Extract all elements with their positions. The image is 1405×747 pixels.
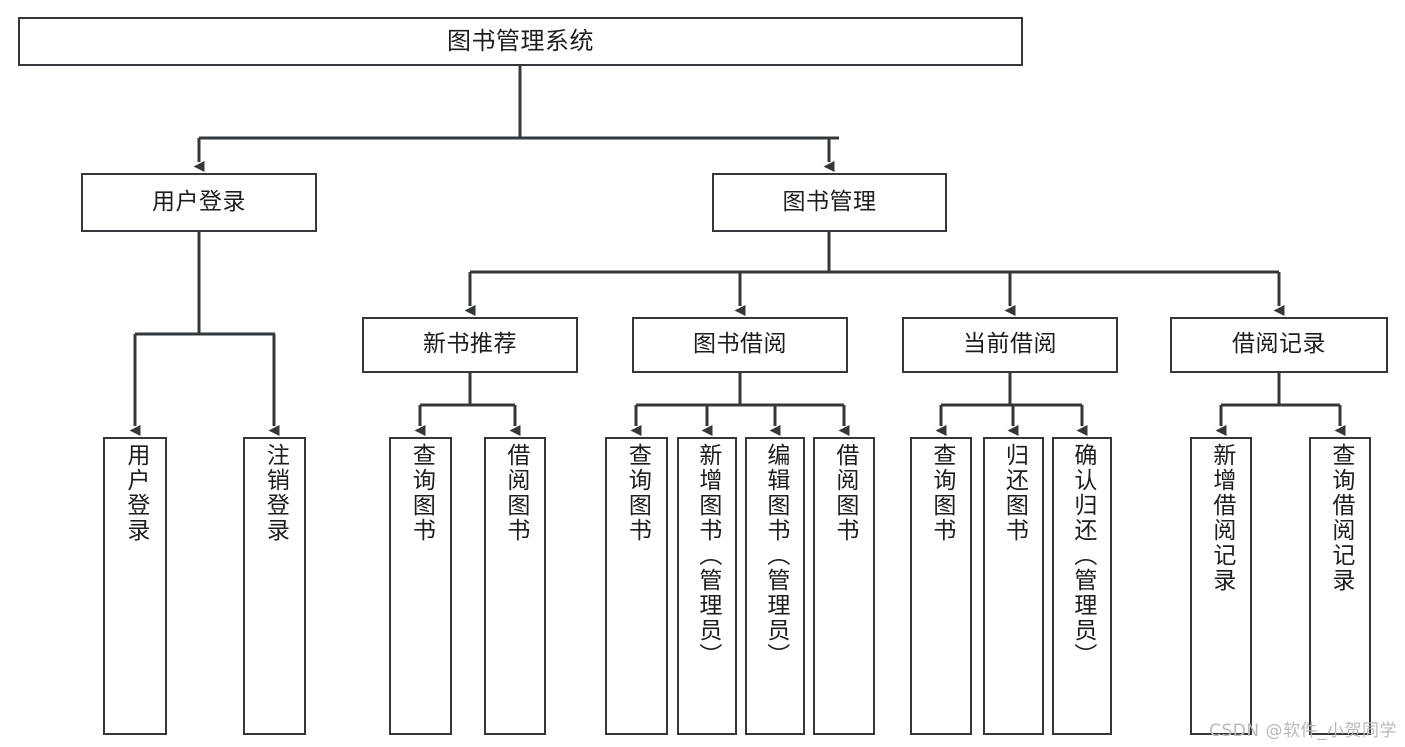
node-book-management[interactable]: 图书管理 <box>712 173 947 232</box>
leaf-label: 注销登录 <box>262 443 289 543</box>
leaf-query-books-rec[interactable]: 查询图书 <box>389 437 452 735</box>
leaf-return-books[interactable]: 归还图书 <box>983 437 1044 735</box>
node-book-borrow[interactable]: 图书借阅 <box>632 317 848 373</box>
leaf-edit-book-admin[interactable]: 编辑图书（管理员） <box>745 437 805 735</box>
leaf-label: 查询借阅记录 <box>1327 443 1354 593</box>
leaf-add-book-admin[interactable]: 新增图书（管理员） <box>677 437 737 735</box>
leaf-label: 编辑图书（管理员） <box>762 443 789 668</box>
leaf-label: 新增图书（管理员） <box>694 443 721 668</box>
node-borrow-record[interactable]: 借阅记录 <box>1170 317 1388 373</box>
leaf-label: 用户登录 <box>122 443 149 543</box>
leaf-label: 查询图书 <box>408 443 435 543</box>
leaf-label: 查询图书 <box>928 443 955 543</box>
leaf-query-books-current[interactable]: 查询图书 <box>910 437 972 735</box>
leaf-label: 归还图书 <box>1001 443 1028 543</box>
leaf-query-borrow-record[interactable]: 查询借阅记录 <box>1309 437 1371 735</box>
node-root[interactable]: 图书管理系统 <box>18 17 1023 66</box>
leaf-add-borrow-record[interactable]: 新增借阅记录 <box>1190 437 1252 735</box>
leaf-confirm-return-admin[interactable]: 确认归还（管理员） <box>1052 437 1112 735</box>
leaf-user-login[interactable]: 用户登录 <box>103 437 167 735</box>
leaf-label: 确认归还（管理员） <box>1069 443 1096 668</box>
leaf-borrow-books[interactable]: 借阅图书 <box>813 437 875 735</box>
node-new-book-recommend[interactable]: 新书推荐 <box>362 317 578 373</box>
leaf-label: 新增借阅记录 <box>1208 443 1235 593</box>
leaf-borrow-books-rec[interactable]: 借阅图书 <box>484 437 546 735</box>
leaf-query-books-borrow[interactable]: 查询图书 <box>605 437 668 735</box>
leaf-label: 借阅图书 <box>831 443 858 543</box>
leaf-logout-login[interactable]: 注销登录 <box>243 437 306 735</box>
node-user-login[interactable]: 用户登录 <box>81 173 317 232</box>
leaf-label: 查询图书 <box>624 443 651 543</box>
leaf-label: 借阅图书 <box>502 443 529 543</box>
node-current-borrow[interactable]: 当前借阅 <box>902 317 1118 373</box>
